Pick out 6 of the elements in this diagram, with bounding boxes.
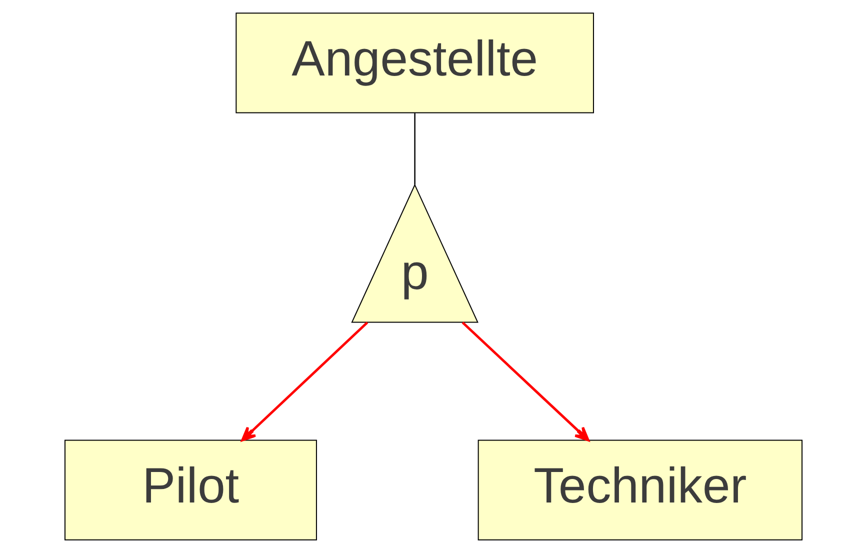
arrow (241, 322, 368, 442)
connector (414, 113, 416, 185)
arrow (462, 322, 590, 442)
node-box: Pilot (64, 440, 317, 540)
node-box: Angestellte (236, 12, 594, 114)
node-box: Techniker (478, 440, 803, 540)
